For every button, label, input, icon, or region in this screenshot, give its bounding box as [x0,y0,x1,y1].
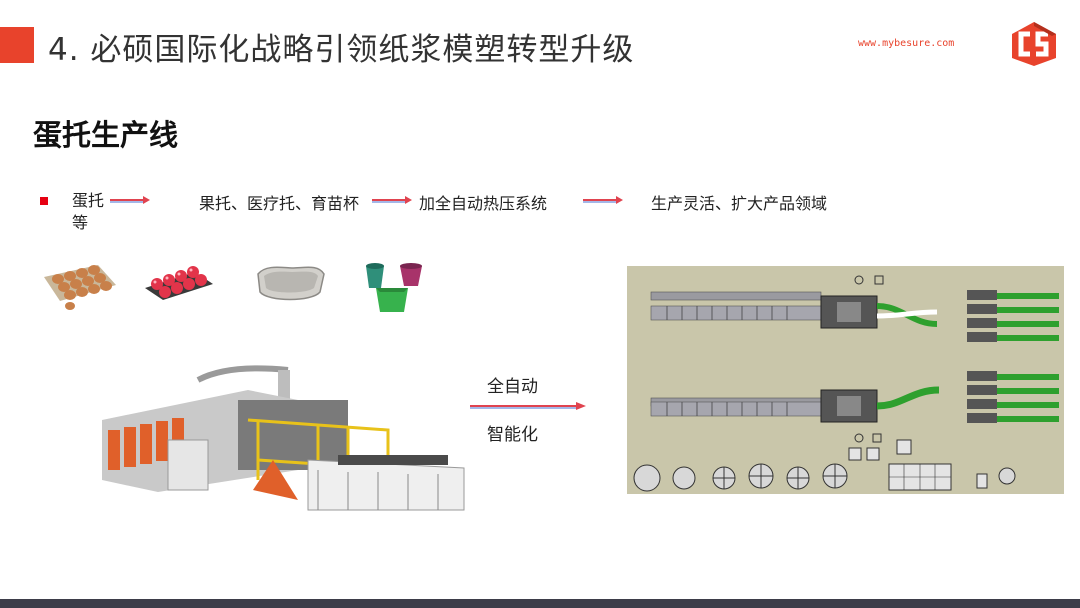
egg-tray-image [44,265,116,310]
section-subtitle: 蛋托生产线 [33,118,179,152]
flow-step-4: 生产灵活、扩大产品领域 [651,194,828,213]
cs-logo-icon [1012,22,1056,66]
flow-step-1: 蛋托 等 [72,190,104,234]
transition-label-automatic: 全自动 [487,377,538,397]
title-accent-bar [0,27,34,63]
flow-arrow-icon [372,196,412,204]
flow-arrow-icon [583,196,623,204]
website-link[interactable]: www.mybesure.com [858,38,955,49]
flow-step-2: 果托、医疗托、育苗杯 [199,194,360,213]
bullet-icon [40,197,48,205]
seedling-cups-image [366,263,422,312]
fruit-tray-image [145,266,213,300]
automatic-line-layout-diagram [627,266,1064,494]
transition-label-intelligent: 智能化 [487,425,538,445]
flow-step-1-line2: 等 [72,213,89,232]
flow-arrow-icon [110,196,150,204]
flow-step-1-line1: 蛋托 [72,191,105,210]
egg-tray-production-line-image [102,365,465,511]
flow-step-3: 加全自动热压系统 [419,194,548,213]
footer-band [0,599,1080,608]
page-title: 4. 必硕国际化战略引领纸浆模塑转型升级 [48,32,635,68]
transition-arrow-icon [470,402,586,410]
medical-tray-image [257,266,325,301]
